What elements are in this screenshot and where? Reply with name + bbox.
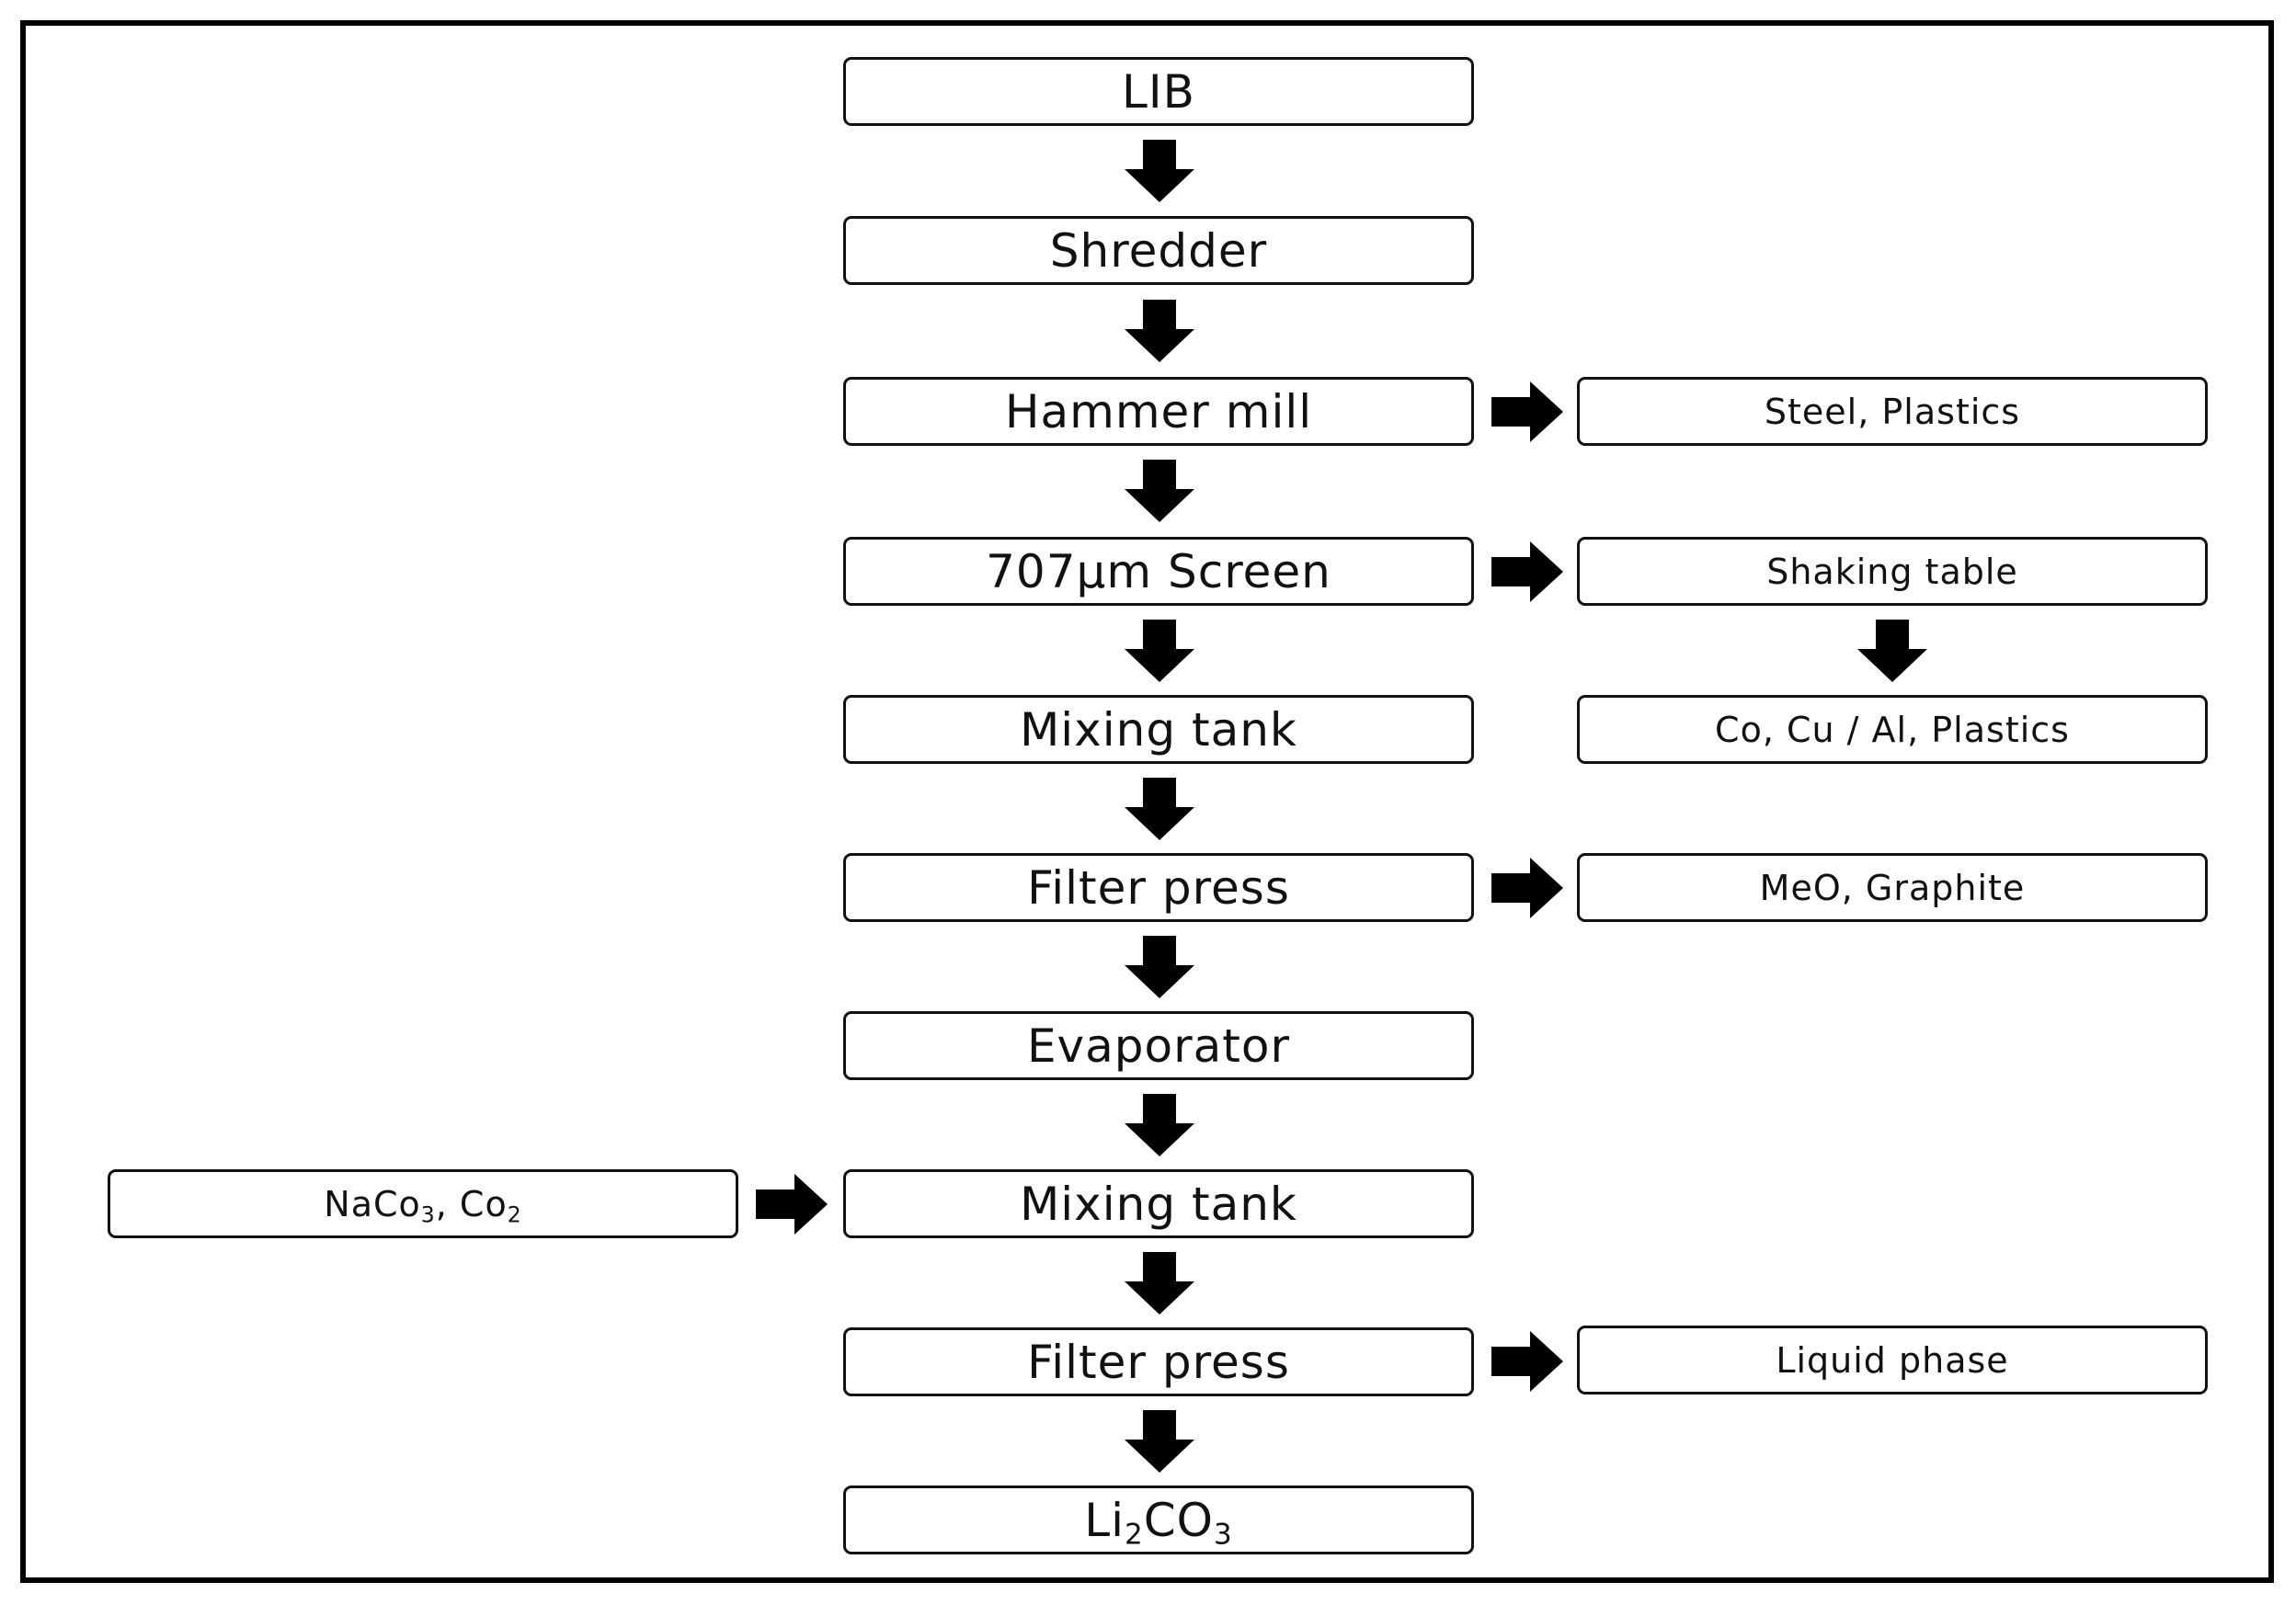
down-arrow-icon — [1123, 620, 1196, 684]
step-shredder: Shredder — [843, 216, 1474, 285]
step-screen: 707µm Screen — [843, 537, 1474, 606]
step-hammer-mill: Hammer mill — [843, 377, 1474, 446]
down-arrow-icon — [1123, 140, 1196, 204]
step-evaporator: Evaporator — [843, 1011, 1474, 1080]
output-label: MeO, Graphite — [1759, 867, 2026, 908]
step-label: Shredder — [1049, 223, 1268, 278]
step-lib: LIB — [843, 57, 1474, 126]
step-label: 707µm Screen — [986, 544, 1331, 598]
output-liquid-phase: Liquid phase — [1577, 1326, 2208, 1394]
input-naco3-co2: NaCo3, Co2 — [108, 1169, 738, 1238]
down-arrow-icon — [1123, 460, 1196, 524]
step-filter-press-1: Filter press — [843, 853, 1474, 922]
right-arrow-icon — [1491, 380, 1565, 444]
down-arrow-icon — [1856, 620, 1929, 684]
step-li2co3: Li2CO3 — [843, 1485, 1474, 1554]
output-meo-graphite: MeO, Graphite — [1577, 853, 2208, 922]
output-label: Steel, Plastics — [1764, 391, 2021, 432]
step-label: Mixing tank — [1020, 1177, 1297, 1231]
step-label: Filter press — [1027, 860, 1290, 915]
down-arrow-icon — [1123, 1252, 1196, 1316]
right-arrow-icon — [1491, 856, 1565, 920]
right-arrow-icon — [1491, 540, 1565, 604]
down-arrow-icon — [1123, 1410, 1196, 1474]
step-label: Filter press — [1027, 1335, 1290, 1389]
down-arrow-icon — [1123, 778, 1196, 842]
step-filter-press-2: Filter press — [843, 1327, 1474, 1396]
step-label: Evaporator — [1026, 1019, 1291, 1073]
step-label: Hammer mill — [1004, 384, 1313, 438]
step-label: LIB — [1122, 64, 1195, 119]
step-label: Mixing tank — [1020, 702, 1297, 757]
output-shaking-table: Shaking table — [1577, 537, 2208, 606]
output-co-cu-al-plastics: Co, Cu / Al, Plastics — [1577, 695, 2208, 764]
right-arrow-icon — [756, 1172, 829, 1236]
input-label: NaCo3, Co2 — [324, 1183, 522, 1228]
down-arrow-icon — [1123, 300, 1196, 364]
right-arrow-icon — [1491, 1329, 1565, 1394]
output-label: Co, Cu / Al, Plastics — [1715, 709, 2070, 750]
step-label: Li2CO3 — [1084, 1493, 1233, 1552]
output-label: Liquid phase — [1776, 1339, 2009, 1381]
step-mixing-tank-2: Mixing tank — [843, 1169, 1474, 1238]
output-steel-plastics: Steel, Plastics — [1577, 377, 2208, 446]
diagram-frame — [20, 20, 2274, 1583]
down-arrow-icon — [1123, 936, 1196, 1000]
down-arrow-icon — [1123, 1094, 1196, 1158]
output-label: Shaking table — [1766, 551, 2018, 592]
step-mixing-tank-1: Mixing tank — [843, 695, 1474, 764]
